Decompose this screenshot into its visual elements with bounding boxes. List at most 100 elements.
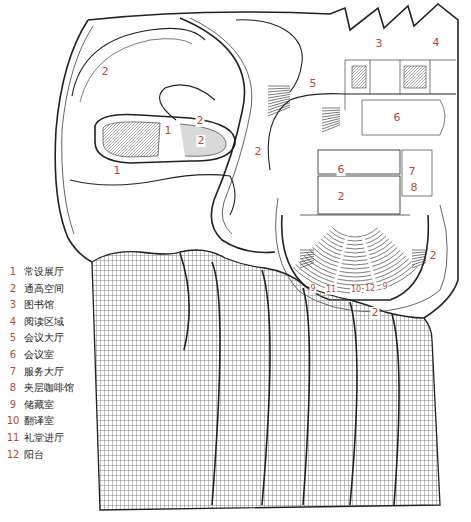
ramp: [180, 124, 226, 156]
stair-tread: [412, 256, 426, 259]
callout-number: 2: [371, 307, 380, 319]
stage-wall: [318, 176, 400, 214]
facade-outline: [92, 250, 440, 510]
legend-text: 会议大厅: [24, 332, 64, 343]
seat-row: [330, 230, 381, 241]
callout-number: 9: [309, 285, 316, 294]
callout-number: 2: [196, 115, 205, 127]
callout-number: 9: [381, 283, 388, 292]
outer-wall: [55, 20, 92, 262]
facade-grid: [92, 250, 440, 510]
stair-tread: [268, 92, 290, 95]
legend-text: 阳台: [24, 448, 44, 459]
callout-number: 2: [429, 250, 438, 262]
legend-text: 通高空间: [24, 282, 64, 293]
seat-row: [304, 256, 406, 277]
legend-key: 12: [6, 448, 21, 459]
legend-text: 翻译室: [24, 415, 54, 426]
legend-text: 常设展厅: [24, 266, 64, 277]
facade-fold: [392, 314, 399, 505]
stair-tread: [322, 121, 340, 126]
legend-text: 储藏室: [24, 398, 54, 409]
legend-key: 10: [6, 415, 21, 426]
hall-wall: [72, 28, 205, 96]
core-wall: [95, 114, 235, 163]
legend-key: 2: [9, 282, 17, 293]
callout-number: 2: [197, 135, 206, 147]
stair-tread: [412, 263, 426, 268]
curved-wall: [236, 20, 302, 92]
stair-tread: [268, 97, 290, 102]
facade-fold: [262, 270, 270, 505]
callout-number: 7: [408, 166, 417, 178]
callout-number: 6: [393, 112, 402, 124]
legend-key: 7: [9, 365, 17, 376]
stair-tread: [268, 88, 290, 90]
facade-fold: [180, 253, 189, 350]
legend-text: 夹层咖啡馆: [24, 382, 74, 393]
legend-key: 8: [9, 382, 17, 393]
stair-tread: [412, 254, 426, 256]
core-room: [103, 122, 160, 157]
seat-row: [313, 247, 398, 265]
stair-tread: [300, 250, 314, 251]
callout-number: 4: [432, 37, 441, 49]
legend-text: 阅读区域: [24, 315, 64, 326]
callout-number: 2: [254, 146, 263, 158]
stair-edge: [80, 39, 192, 102]
callout-number: 1: [113, 165, 122, 177]
legend-key: 6: [9, 349, 17, 360]
legend-text: 礼堂进厅: [24, 432, 64, 443]
seat-row: [332, 228, 377, 237]
facade-folds: [180, 253, 399, 505]
seat-row: [298, 262, 411, 285]
stair-tread: [268, 90, 290, 92]
stair-tread: [322, 114, 340, 117]
legend-key: 11: [6, 432, 21, 443]
legend-key: 5: [9, 332, 17, 343]
callout-number: 6: [337, 164, 346, 176]
stair-tread: [268, 86, 290, 87]
seat-row: [301, 259, 408, 281]
seat-row: [310, 250, 401, 269]
stair-tread: [322, 119, 340, 124]
curved-wall: [268, 94, 456, 170]
service-room: [404, 66, 426, 88]
stair-tread: [300, 254, 314, 256]
legend-key: 4: [9, 315, 17, 326]
facade-fold: [212, 262, 220, 505]
seat-row: [327, 233, 384, 245]
aisle: [333, 236, 347, 290]
legend-text: 图书馆: [24, 299, 54, 310]
room-wall: [362, 100, 445, 135]
room-wall: [402, 150, 432, 196]
callout-number: 12: [364, 285, 376, 294]
callout-number: 1: [164, 125, 173, 137]
callout-number: 10: [350, 286, 362, 295]
stair-tread: [268, 99, 290, 104]
callout-number: 2: [337, 191, 346, 203]
aisle: [363, 236, 377, 290]
ribbon-wall: [180, 18, 275, 253]
callout-number: 11: [325, 286, 337, 295]
legend-key: 9: [9, 398, 17, 409]
facade-fold: [303, 288, 310, 505]
facade-fold: [350, 302, 357, 505]
callout-number: 8: [410, 182, 419, 194]
legend-text: 服务大厅: [24, 365, 64, 376]
stair-tread: [322, 110, 340, 112]
legend-text: 会议室: [24, 349, 54, 360]
seating: [293, 228, 417, 293]
room-wall: [345, 60, 456, 110]
seat-row: [307, 253, 403, 273]
stair-tread: [268, 107, 290, 116]
stage-edge: [300, 215, 410, 216]
seat-row: [321, 239, 389, 253]
legend-key: 3: [9, 299, 17, 310]
stair-tread: [322, 125, 340, 132]
callout-number: 5: [309, 78, 318, 90]
room-wall: [318, 150, 400, 174]
service-room: [352, 66, 366, 88]
